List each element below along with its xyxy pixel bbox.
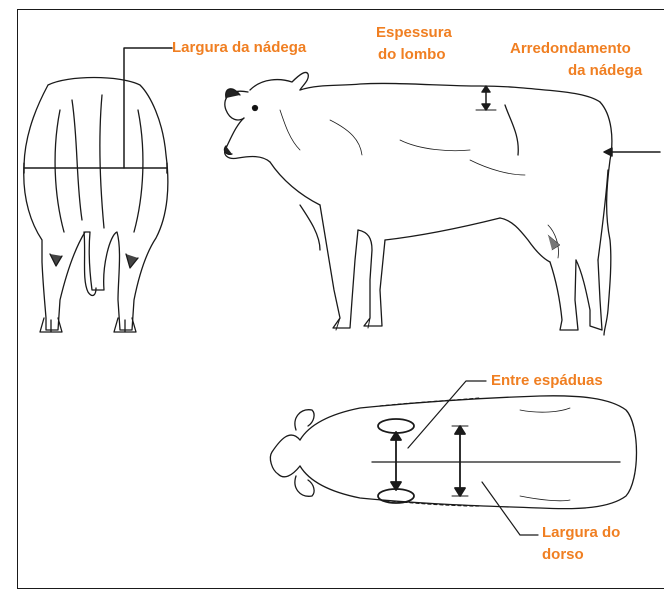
top-view-illustration: [270, 396, 636, 509]
label-entre-espaduas: Entre espáduas: [491, 372, 603, 390]
label-arredondamento-line1: Arredondamento: [510, 40, 631, 58]
label-espessura-lombo-line1: Espessura: [376, 24, 452, 42]
label-arredondamento-line2: da nádega: [568, 62, 642, 80]
rump-width-measure: [24, 48, 172, 173]
label-espessura-lombo-line2: do lombo: [378, 46, 446, 64]
cattle-diagram: [0, 0, 664, 575]
top-view-measures: [372, 426, 620, 496]
label-largura-dorso-line1: Largura do: [542, 524, 620, 542]
leader-lines: [408, 381, 538, 535]
side-view-illustration: [224, 72, 611, 335]
label-largura-nadega: Largura da nádega: [172, 39, 306, 57]
rear-view-illustration: [24, 78, 168, 333]
rump-roundness-pointer: [604, 148, 660, 156]
label-largura-dorso-line2: dorso: [542, 546, 584, 564]
loin-thickness-measure: [476, 86, 496, 110]
